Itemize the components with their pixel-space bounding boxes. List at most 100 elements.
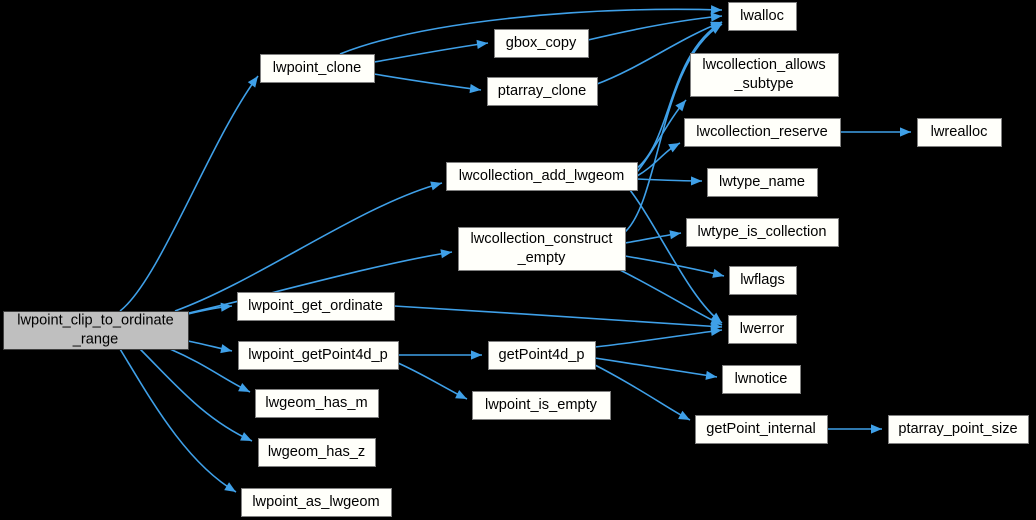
edge-construct-to-lwerror	[619, 269, 723, 326]
node-box[interactable]	[458, 227, 626, 271]
arrowhead-reserve-to-lwrealloc	[900, 127, 911, 137]
arrowhead-gboxcopy-to-lwalloc	[710, 12, 722, 22]
arrowhead-clone-to-ptclone	[469, 84, 481, 94]
node-box[interactable]	[684, 118, 841, 147]
edge-clone-to-lwalloc	[339, 8, 723, 55]
node-label: lwpoint_get_ordinate	[248, 298, 383, 314]
arrowhead-getptint-to-ptsize	[871, 424, 882, 434]
node-lwcollection-reserve[interactable]: lwcollection_reserve	[684, 118, 841, 147]
node-lwpoint-getpoint4d-p[interactable]: lwpoint_getPoint4d_p	[238, 341, 399, 370]
node-gbox-copy[interactable]: gbox_copy	[494, 29, 589, 58]
node-lwflags[interactable]: lwflags	[729, 266, 797, 295]
node-lwpoint-clip-to-ordinate-range[interactable]: lwpoint_clip_to_ordinate_range	[3, 311, 189, 350]
node-box[interactable]	[729, 266, 797, 295]
node-label: lwcollection_allows	[702, 57, 825, 73]
node-box[interactable]	[695, 415, 828, 444]
node-box[interactable]	[446, 162, 638, 191]
node-lwtype-is-collection[interactable]: lwtype_is_collection	[686, 218, 839, 247]
node-box[interactable]	[888, 415, 1029, 444]
edge-clone-to-gboxcopy	[373, 42, 489, 63]
node-box[interactable]	[255, 389, 379, 418]
node-lwrealloc[interactable]: lwrealloc	[917, 118, 1002, 147]
edge-root-to-clone	[119, 75, 259, 312]
node-box[interactable]	[237, 292, 395, 321]
edge-getord-to-lwerror	[393, 305, 723, 328]
node-label: lwnotice	[735, 371, 788, 387]
node-label: lwtype_is_collection	[698, 224, 827, 240]
arrowhead-construct-to-lwflags	[712, 268, 724, 278]
edge-ptclone-to-lwalloc	[596, 21, 723, 85]
nodes-layer: lwpoint_clip_to_ordinate_rangelwpoint_cl…	[3, 2, 1029, 517]
edges-layer	[119, 5, 911, 493]
edge-gboxcopy-to-lwalloc	[587, 15, 723, 41]
arrowhead-getPoint4d-to-lwnotice	[705, 370, 717, 380]
edge-construct-to-lwflags	[624, 255, 725, 277]
arrowhead-root-to-getord	[220, 302, 232, 312]
node-label: getPoint4d_p	[498, 347, 584, 363]
arrowhead-clone-to-lwalloc	[710, 5, 722, 15]
node-lwgeom-has-z[interactable]: lwgeom_has_z	[258, 438, 376, 467]
node-label: ptarray_point_size	[898, 421, 1017, 437]
node-box[interactable]	[494, 29, 589, 58]
node-lwcollection-construct-empty[interactable]: lwcollection_construct _empty	[458, 227, 626, 271]
arrowhead-root-to-hasm	[238, 382, 250, 392]
arrowhead-addlwgeom-to-typename	[690, 176, 702, 186]
arrowhead-construct-to-lwalloc	[710, 24, 722, 34]
node-box[interactable]	[707, 168, 818, 197]
node-label: lwcollection_add_lwgeom	[459, 168, 625, 184]
node-lwgeom-has-m[interactable]: lwgeom_has_m	[255, 389, 379, 418]
node-lwpoint-clone[interactable]: lwpoint_clone	[260, 54, 375, 83]
edge-construct-to-lwalloc	[624, 23, 723, 233]
arrowhead-root-to-addlwgeom	[430, 181, 442, 191]
node-box[interactable]	[258, 438, 376, 467]
node-label: getPoint_internal	[706, 421, 816, 437]
node-lwerror[interactable]: lwerror	[728, 315, 797, 344]
edge-root-to-hasz	[139, 348, 253, 442]
arrowhead-getPoint4d-to-getptint	[678, 410, 690, 420]
node-label: lwpoint_getPoint4d_p	[248, 347, 388, 363]
node-label: lwerror	[740, 321, 785, 337]
node-lwpoint-get-ordinate[interactable]: lwpoint_get_ordinate	[237, 292, 395, 321]
node-box[interactable]	[487, 77, 598, 106]
node-getpoint-internal[interactable]: getPoint_internal	[695, 415, 828, 444]
edge-addlwgeom-to-lwerror	[629, 189, 723, 324]
node-box[interactable]	[241, 488, 392, 517]
node-box[interactable]	[472, 391, 611, 420]
node-getpoint4d-p[interactable]: getPoint4d_p	[488, 341, 596, 370]
edge-root-to-aslwgeom	[119, 348, 237, 493]
node-lwcollection-add-lwgeom[interactable]: lwcollection_add_lwgeom	[446, 162, 638, 191]
arrowhead-getpt4dp-to-isempty	[455, 390, 467, 399]
node-label: lwpoint_clone	[273, 60, 361, 76]
node-ptarray-clone[interactable]: ptarray_clone	[487, 77, 598, 106]
node-ptarray-point-size[interactable]: ptarray_point_size	[888, 415, 1029, 444]
edge-root-to-addlwgeom	[174, 182, 443, 312]
node-box[interactable]	[238, 341, 399, 370]
node-label: _subtype	[733, 76, 793, 92]
edge-getpt4dp-to-isempty	[397, 362, 468, 400]
edge-clone-to-ptclone	[373, 73, 482, 91]
node-lwtype-name[interactable]: lwtype_name	[707, 168, 818, 197]
node-lwpoint-as-lwgeom[interactable]: lwpoint_as_lwgeom	[241, 488, 392, 517]
edge-root-to-construct	[179, 251, 453, 316]
node-lwnotice[interactable]: lwnotice	[722, 365, 801, 394]
edge-getPoint4d-to-lwerror	[594, 329, 723, 348]
arrowhead-getpt4dp-to-getPoint4d	[471, 350, 482, 360]
node-lwcollection-allows-subtype[interactable]: lwcollection_allows _subtype	[690, 53, 839, 97]
node-box[interactable]	[728, 315, 797, 344]
node-label: lwtype_name	[719, 174, 805, 190]
node-box[interactable]	[488, 341, 596, 370]
node-lwpoint-is-empty[interactable]: lwpoint_is_empty	[472, 391, 611, 420]
node-label: lwpoint_is_empty	[485, 397, 598, 413]
node-lwalloc[interactable]: lwalloc	[728, 2, 797, 31]
node-box[interactable]	[722, 365, 801, 394]
node-box[interactable]	[728, 2, 797, 31]
node-label: lwcollection_construct	[471, 231, 613, 247]
node-box[interactable]	[690, 53, 839, 97]
node-label: lwpoint_clip_to_ordinate	[17, 312, 174, 328]
node-box[interactable]	[686, 218, 839, 247]
node-label: gbox_copy	[506, 35, 577, 51]
node-label: _empty	[517, 250, 567, 266]
node-box[interactable]	[917, 118, 1002, 147]
node-box[interactable]	[3, 311, 189, 350]
node-box[interactable]	[260, 54, 375, 83]
